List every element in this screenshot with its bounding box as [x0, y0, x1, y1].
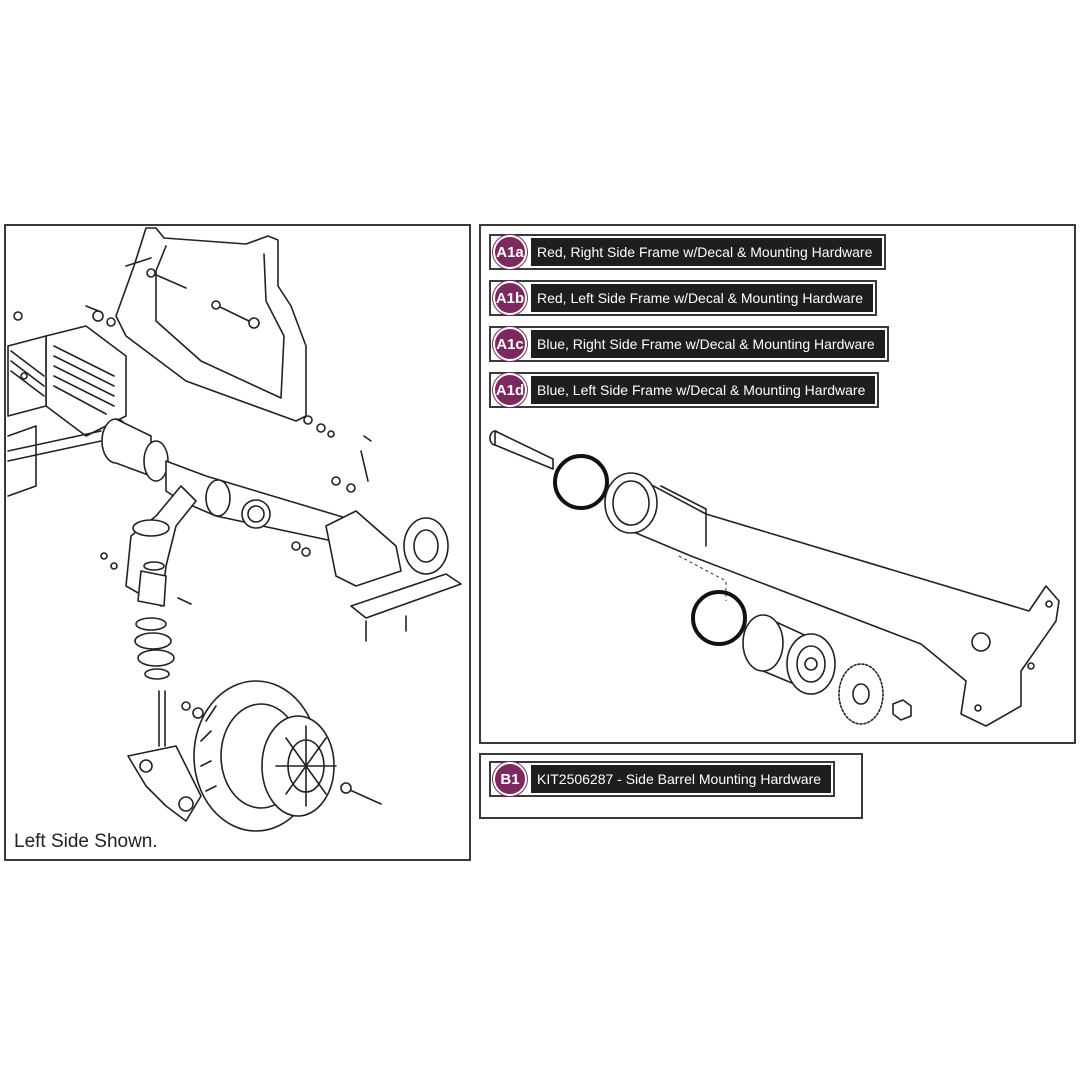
caster-fork-bracket [100, 485, 202, 822]
frame-bolts [85, 268, 335, 438]
side-barrel-exploded-drawing [489, 430, 1060, 727]
left-assembly-panel: Left Side Shown. [4, 224, 471, 861]
badge-a1a: A1a [493, 235, 527, 269]
legend-row-a1b: A1b Red, Left Side Frame w/Decal & Mount… [489, 280, 878, 316]
legend-row-a1d: A1d Blue, Left Side Frame w/Decal & Moun… [489, 372, 880, 408]
label-a1d: Blue, Left Side Frame w/Decal & Mounting… [531, 376, 876, 404]
hardware-kit-panel: B1 KIT2506287 - Side Barrel Mounting Har… [479, 753, 863, 819]
left-side-assembly-drawing [7, 227, 462, 832]
caster-wheel [181, 680, 382, 832]
controller-box [7, 311, 127, 437]
badge-b1: B1 [493, 762, 527, 796]
label-a1c: Blue, Right Side Frame w/Decal & Mountin… [531, 330, 885, 358]
badge-a1d: A1d [493, 373, 527, 407]
axle-pin [489, 430, 554, 470]
left-panel-caption: Left Side Shown. [14, 831, 158, 852]
legend-row-a1a: A1a Red, Right Side Frame w/Decal & Moun… [489, 234, 887, 270]
o-ring-large [553, 454, 609, 510]
side-barrel-arm [165, 435, 462, 642]
seat-frame [115, 227, 307, 422]
side-frame-barrel [604, 472, 1060, 727]
hex-nut [892, 699, 912, 721]
legend-row-a1c: A1c Blue, Right Side Frame w/Decal & Mou… [489, 326, 889, 362]
right-parts-panel: A1a Red, Right Side Frame w/Decal & Moun… [479, 224, 1076, 744]
badge-a1b: A1b [493, 281, 527, 315]
o-ring-small [691, 590, 747, 646]
legend-row-b1: B1 KIT2506287 - Side Barrel Mounting Har… [489, 761, 836, 797]
badge-a1c: A1c [493, 327, 527, 361]
bearing-cylinder [742, 614, 836, 695]
axle-tube [7, 418, 169, 497]
label-a1b: Red, Left Side Frame w/Decal & Mounting … [531, 284, 874, 312]
label-a1a: Red, Right Side Frame w/Decal & Mounting… [531, 238, 883, 266]
toothed-washer [838, 663, 884, 725]
label-b1: KIT2506287 - Side Barrel Mounting Hardwa… [531, 765, 832, 793]
